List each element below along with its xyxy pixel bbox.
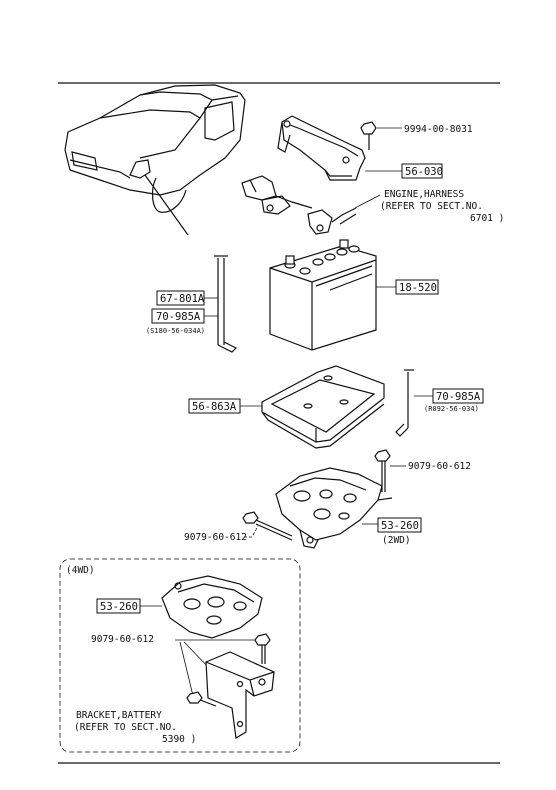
label-harness-refer: (REFER TO SECT.NO.	[380, 201, 483, 212]
box-18-520	[395, 279, 439, 295]
rod-left	[214, 255, 238, 353]
label-53-260-2wd: 53-260	[381, 520, 419, 532]
battery-caps	[284, 239, 360, 275]
battery-terminals	[241, 175, 381, 235]
box-53-260-2wd	[377, 517, 422, 533]
label-bracket-refer: (REFER TO SECT.NO.	[74, 722, 177, 733]
label-rod-right-sub: (R092-56-034)	[424, 405, 479, 413]
label-4wd: (4WD)	[66, 565, 95, 576]
label-56-863a: 56-863A	[192, 401, 237, 413]
label-67-801a: 67-801A	[160, 293, 205, 305]
label-rod-left-sub: (S180-56-034A)	[146, 327, 205, 335]
label-53-260-4wd: 53-260	[100, 601, 138, 613]
label-2wd: (2WD)	[382, 535, 411, 546]
car-illustration	[64, 84, 246, 236]
bolt-9079-left	[242, 511, 293, 541]
label-harness-sect: 6701 )	[470, 213, 504, 224]
battery	[269, 239, 377, 351]
label-70-985a-left: 70-985A	[156, 311, 201, 323]
bracket-53-260-4wd	[161, 575, 263, 639]
label-9079-right: 9079-60-612	[408, 461, 471, 472]
section-4wd	[59, 558, 301, 753]
label-bracket-sect: 5390 )	[162, 734, 196, 745]
bolt-small-4wd	[186, 691, 217, 707]
label-bracket-battery: BRACKET,BATTERY	[76, 710, 162, 721]
box-56-863a	[188, 398, 241, 414]
box-70-985a-right	[432, 388, 484, 404]
label-9994-00-8031: 9994-00-8031	[404, 124, 473, 135]
label-9079-4wd: 9079-60-612	[91, 634, 154, 645]
label-70-985a-right: 70-985A	[436, 391, 481, 403]
bracket-56-030	[277, 115, 366, 181]
box-53-260-4wd	[96, 598, 141, 614]
label-56-030: 56-030	[405, 166, 443, 178]
bracket-battery	[205, 651, 275, 739]
box-56-030	[401, 163, 443, 179]
box-70-985a-left	[151, 308, 205, 324]
box-67-801a	[156, 290, 205, 306]
bolt-9079-4wd	[254, 633, 271, 664]
label-9079-left: 9079-60-612	[184, 532, 247, 543]
bracket-53-260-2wd	[275, 467, 393, 549]
label-engine-harness: ENGINE,HARNESS	[384, 189, 464, 200]
bolt-9994	[360, 121, 402, 150]
battery-tray	[261, 365, 385, 449]
rod-right	[395, 369, 414, 437]
label-18-520: 18-520	[399, 282, 437, 294]
